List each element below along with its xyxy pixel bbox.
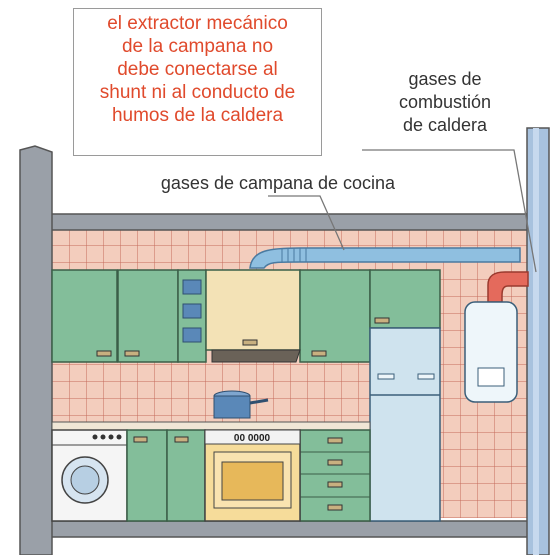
boiler-gases-line: combustión [398, 92, 492, 112]
warning-note: el extractor mecánico de la campana no d… [73, 8, 322, 156]
hood-gases-label: gases de campana de cocina [160, 173, 396, 193]
left-column [19, 145, 53, 555]
fridge [369, 327, 441, 522]
boiler-gases-label: gases de combustión de caldera [380, 68, 510, 137]
boiler-gases-line: gases de [408, 69, 482, 89]
floor-slab [37, 520, 549, 538]
note-line: de la campana no [121, 36, 274, 57]
boiler-flue [487, 271, 529, 303]
ceiling-slab [37, 213, 549, 231]
note-line: humos de la caldera [111, 105, 284, 126]
boiler-gases-line: de caldera [402, 115, 488, 135]
countertop [51, 421, 371, 431]
pot [213, 390, 269, 419]
note-line: el extractor mecánico [107, 13, 288, 34]
extractor-hood [211, 349, 301, 363]
boiler [464, 301, 518, 403]
boiler-gases-leader [362, 149, 537, 273]
note-line: debe conectarse al [117, 59, 278, 80]
oven-display: 00 0000 [234, 433, 271, 444]
hood-gases-leader [268, 195, 345, 251]
note-line: shunt ni al conducto de [99, 82, 296, 103]
hood-duct [249, 247, 521, 269]
